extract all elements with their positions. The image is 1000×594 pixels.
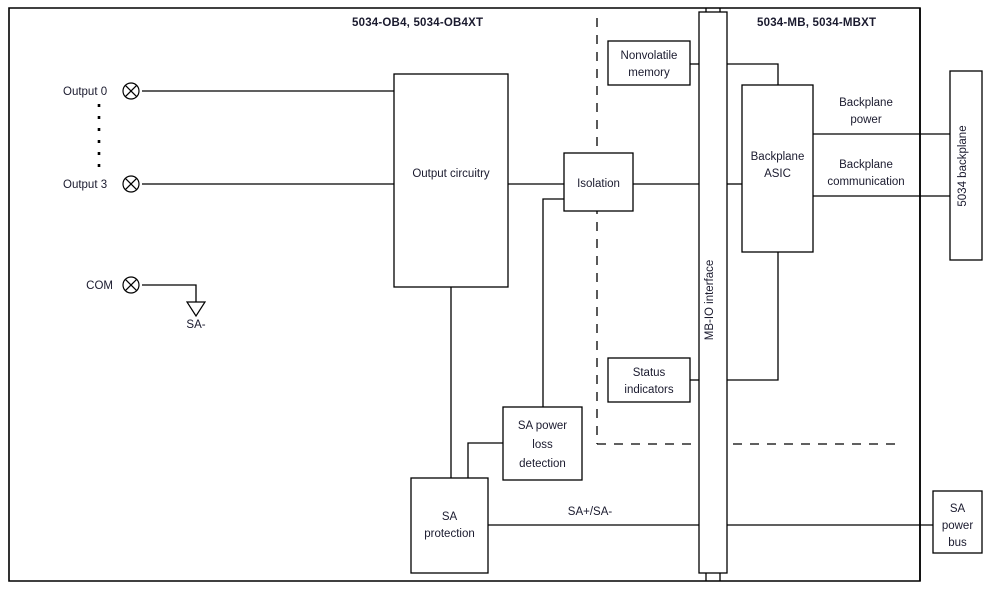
title-left-module: 5034-OB4, 5034-OB4XT: [352, 17, 483, 29]
label-backplane-power-line1: Backplane: [839, 97, 893, 109]
label-sa-bus: SA+/SA-: [568, 506, 613, 518]
sa-minus-ground-symbol: [185, 301, 207, 318]
block-sa-protection-label-line1: SA: [442, 511, 458, 523]
block-isolation[interactable]: [563, 152, 634, 212]
block-sa-power-loss-label-line3: detection: [519, 458, 566, 470]
block-status-indicators-label-line2: indicators: [624, 384, 673, 396]
block-sa-power-bus-label-line2: power: [942, 520, 973, 532]
block-output-circuitry-label: Output circuitry: [412, 168, 490, 180]
block-nonvolatile-memory-label-line1: Nonvolatile: [621, 50, 678, 62]
block-backplane-asic-label-line2: ASIC: [764, 168, 791, 180]
label-backplane-power-line2: power: [850, 114, 881, 126]
wire-sa-protection-to-sa-power-loss: [467, 442, 503, 478]
terminal-output-0-symbol: [122, 82, 140, 100]
wire-com-to-ground: [142, 284, 197, 302]
block-nonvolatile-memory[interactable]: [607, 40, 691, 86]
block-5034-backplane[interactable]: [949, 70, 983, 261]
block-sa-power-loss-detection[interactable]: [502, 406, 583, 481]
sa-minus-label: SA-: [186, 319, 205, 331]
wire-mbio-to-backplane-asic-bottom: [727, 252, 779, 381]
block-sa-protection-label-line2: protection: [424, 528, 475, 540]
block-nonvolatile-memory-label-line2: memory: [628, 67, 670, 79]
block-isolation-label: Isolation: [577, 178, 620, 190]
wire-sa-power-loss-to-isolation: [542, 198, 564, 407]
block-mb-io-interface-label: MB-IO interface: [704, 260, 716, 341]
block-mb-io-interface[interactable]: [698, 11, 728, 574]
block-sa-power-loss-label-line1: SA power: [518, 420, 567, 432]
block-sa-power-bus-label-line3: bus: [948, 537, 967, 549]
block-status-indicators[interactable]: [607, 357, 691, 403]
block-output-circuitry[interactable]: [393, 73, 509, 288]
block-sa-power-loss-label-line2: loss: [532, 439, 553, 451]
terminal-com-symbol: [122, 276, 140, 294]
block-sa-power-bus[interactable]: [932, 490, 983, 554]
block-sa-protection[interactable]: [410, 477, 489, 574]
block-5034-backplane-label: 5034 backplane: [957, 125, 969, 206]
terminal-output-3-label: Output 3: [63, 179, 107, 191]
label-backplane-communication-line1: Backplane: [839, 159, 893, 171]
block-backplane-asic[interactable]: [741, 84, 814, 253]
wire-mbio-to-backplane-asic-top: [727, 63, 779, 85]
label-backplane-communication-line2: communication: [827, 176, 904, 188]
title-right-module: 5034-MB, 5034-MBXT: [757, 17, 876, 29]
terminal-output-3-symbol: [122, 175, 140, 193]
block-backplane-asic-label-line1: Backplane: [751, 151, 805, 163]
block-status-indicators-label-line1: Status: [633, 367, 666, 379]
block-sa-power-bus-label-line1: SA: [950, 503, 966, 515]
terminal-com-label: COM: [86, 280, 113, 292]
terminal-output-0-label: Output 0: [63, 86, 107, 98]
